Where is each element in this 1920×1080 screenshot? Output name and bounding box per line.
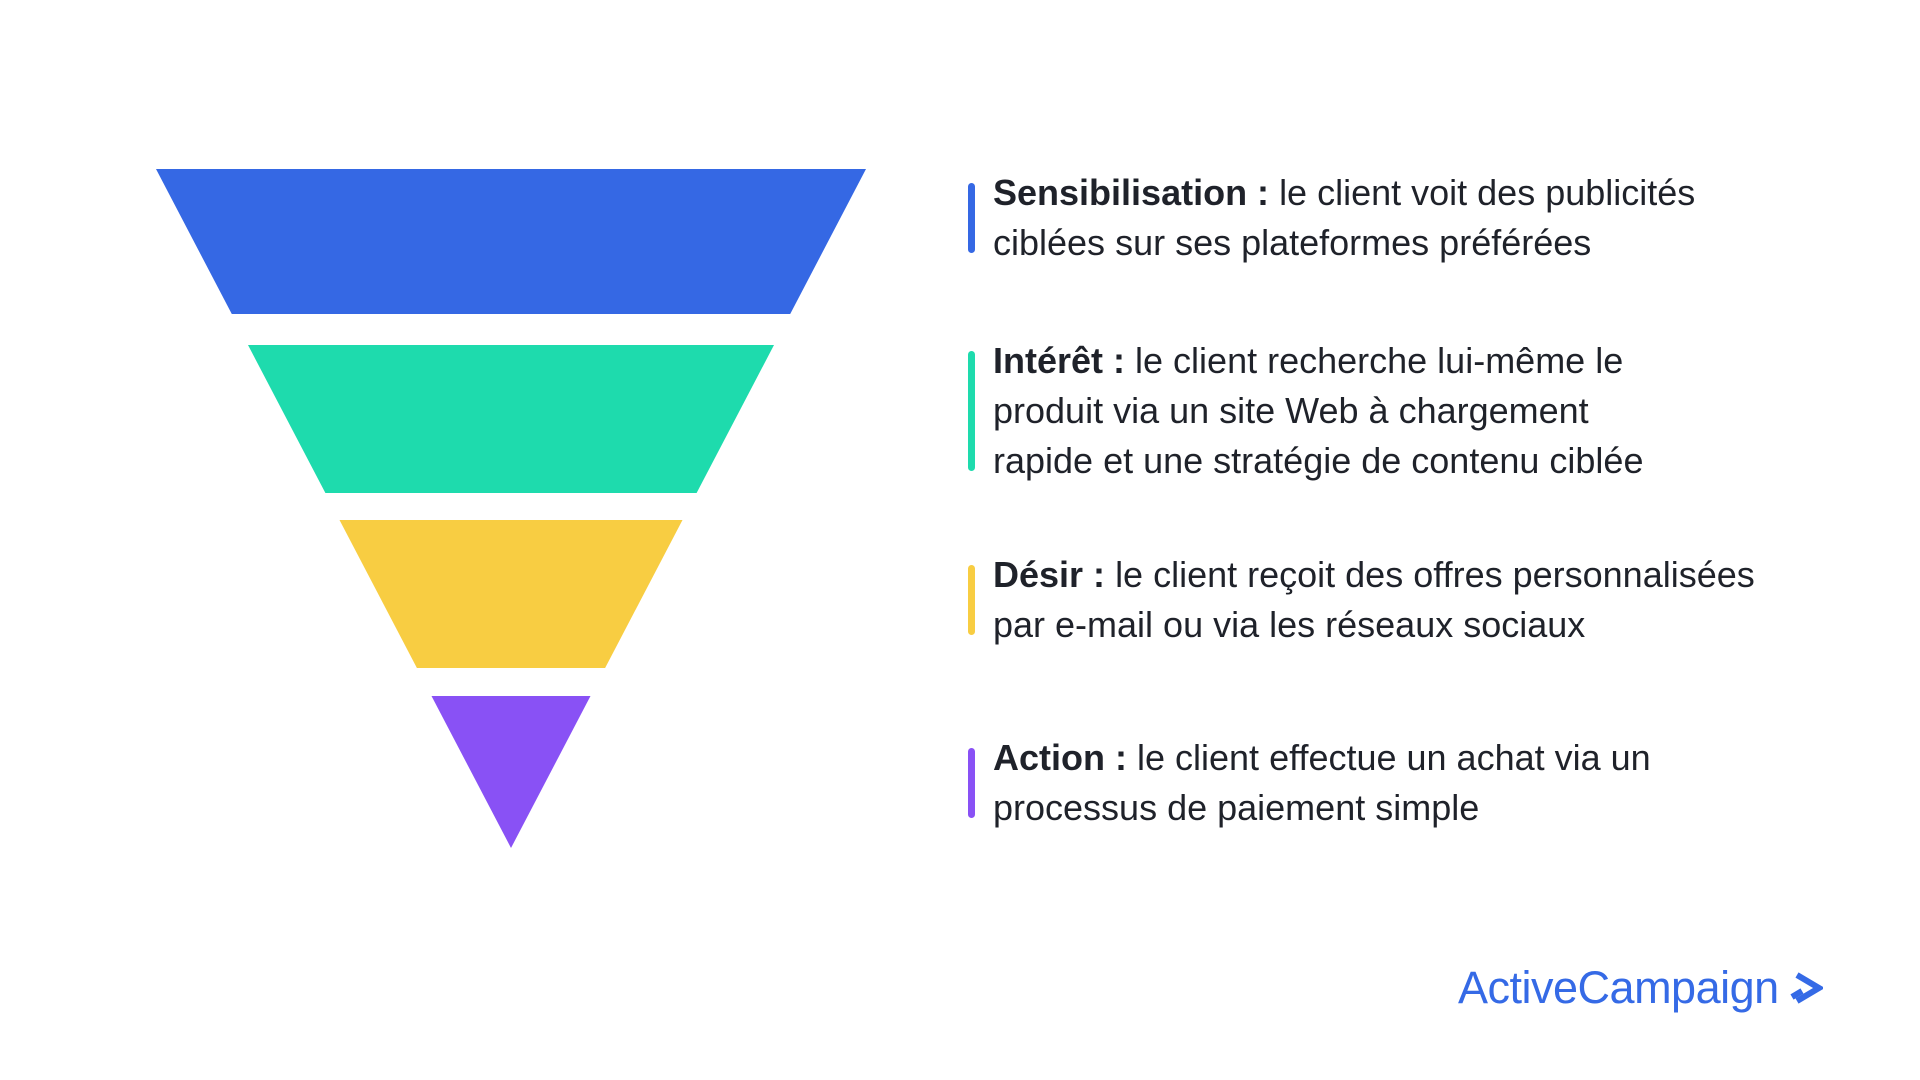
text-line: processus de paiement simple [993,787,1480,828]
funnel-stage-sensibilisation [156,169,866,314]
stage-label: Action : [993,737,1127,778]
stage-text: Action : le client effectue un achat via… [993,733,1651,833]
stage-line: le client voit des publicités [1279,172,1696,213]
accent-bar-desir [968,565,975,635]
text-line: Désir : le client reçoit des offres pers… [993,550,1755,600]
stage-label: Désir : [993,554,1106,595]
accent-bar-sensibilisation [968,183,975,253]
text-line: produit via un site Web à chargement [993,390,1589,431]
stage-text: Désir : le client reçoit des offres pers… [993,550,1755,650]
funnel-stage-desir [339,520,683,668]
stage-description-desir: Désir : le client reçoit des offres pers… [968,550,1755,650]
text-line: rapide et une stratégie de contenu ciblé… [993,440,1644,481]
activecampaign-logo-text: ActiveCampaign [1458,962,1779,1013]
stage-description-sensibilisation: Sensibilisation : le client voit des pub… [968,168,1695,268]
double-chevron-right-icon [1790,972,1823,1004]
text-line: par e-mail ou via les réseaux sociaux [993,604,1586,645]
funnel-diagram [156,169,866,848]
text-line: Action : le client effectue un achat via… [993,733,1651,783]
stage-description-action: Action : le client effectue un achat via… [968,733,1651,833]
stage-line: le client reçoit des offres personnalisé… [1115,554,1755,595]
stage-line: le client recherche lui-même le [1135,340,1624,381]
stage-description-interet: Intérêt : le client recherche lui-même l… [968,336,1643,486]
funnel-stage-interet [248,345,774,493]
stage-label: Sensibilisation : [993,172,1270,213]
funnel-stage-action [431,696,591,848]
stage-label: Intérêt : [993,340,1126,381]
text-line: ciblées sur ses plateformes préférées [993,222,1592,263]
accent-bar-interet [968,351,975,471]
stage-text: Sensibilisation : le client voit des pub… [993,168,1695,268]
activecampaign-logo: ActiveCampaign [1458,962,1823,1014]
stage-line: le client effectue un achat via un [1137,737,1651,778]
accent-bar-action [968,748,975,818]
text-line: Sensibilisation : le client voit des pub… [993,168,1695,218]
stage-text: Intérêt : le client recherche lui-même l… [993,336,1643,486]
text-line: Intérêt : le client recherche lui-même l… [993,336,1643,386]
